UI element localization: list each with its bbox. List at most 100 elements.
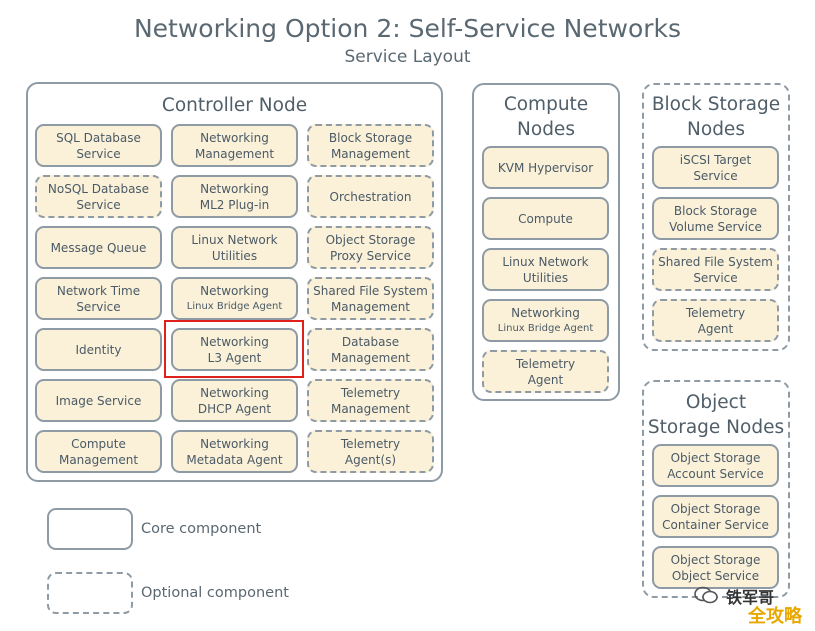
component-label: Object Storage bbox=[325, 232, 416, 247]
component-label: Management bbox=[330, 401, 411, 416]
block-storage-nodes-title: Block Storage Nodes bbox=[651, 94, 781, 140]
component-label: ML2 Plug-in bbox=[199, 197, 270, 212]
component-label: Management bbox=[330, 350, 411, 365]
component-label: Block Storage bbox=[328, 130, 413, 145]
component-label: Object Storage bbox=[670, 552, 761, 567]
component-label: Metadata Agent bbox=[186, 452, 283, 467]
object-storage-nodes-title: Object Storage Nodes bbox=[647, 392, 785, 438]
component-message-queue: Message Queue bbox=[35, 226, 162, 269]
l3-agent-highlight bbox=[164, 320, 304, 378]
component-label: Compute bbox=[71, 436, 126, 451]
component-label: Message Queue bbox=[50, 240, 147, 255]
component-label: Agent bbox=[527, 372, 564, 387]
legend-core-swatch bbox=[47, 508, 133, 550]
component-label: Management bbox=[330, 146, 411, 161]
component-label: Identity bbox=[75, 342, 122, 357]
component-label: Agent bbox=[697, 321, 734, 336]
diagram-title: Networking Option 2: Self-Service Networ… bbox=[133, 14, 682, 43]
component-label: Object Storage bbox=[670, 501, 761, 516]
component-label: Utilities bbox=[522, 270, 569, 285]
component-label: iSCSI Target bbox=[679, 152, 752, 167]
diagram-subtitle: Service Layout bbox=[344, 47, 471, 67]
component-orchestration: Orchestration bbox=[307, 175, 434, 218]
component-label: Service bbox=[76, 299, 121, 314]
watermark-line2: 全攻略 bbox=[748, 606, 802, 627]
legend-core-label: Core component bbox=[141, 521, 262, 537]
component-label: NoSQL Database bbox=[47, 181, 150, 196]
component-label: Networking bbox=[200, 130, 269, 145]
component-label: SQL Database bbox=[56, 130, 141, 145]
component-label: Networking bbox=[200, 385, 269, 400]
component-label: Linux Bridge Agent bbox=[186, 300, 283, 312]
component-label: Service bbox=[693, 270, 738, 285]
component-label: Linux Network bbox=[502, 254, 589, 269]
component-label: KVM Hypervisor bbox=[497, 160, 594, 175]
component-label: Networking bbox=[511, 305, 580, 320]
component-label: Linux Bridge Agent bbox=[497, 322, 594, 334]
watermark: 铁军哥 全攻略 bbox=[690, 582, 812, 628]
component-label: Linux Network bbox=[191, 232, 278, 247]
controller-node-title: Controller Node bbox=[161, 95, 308, 116]
component-label: Management bbox=[330, 299, 411, 314]
component-image-service: Image Service bbox=[35, 379, 162, 422]
component-label: Telemetry bbox=[340, 436, 401, 451]
component-label: Object Service bbox=[671, 568, 760, 583]
component-label: Management bbox=[194, 146, 275, 161]
component-label: Image Service bbox=[55, 393, 142, 408]
component-label: Networking bbox=[200, 334, 269, 349]
component-label: Telemetry bbox=[515, 356, 576, 371]
wechat-icon bbox=[694, 586, 718, 604]
component-label: Compute bbox=[518, 211, 573, 226]
component-label: Agent(s) bbox=[344, 452, 397, 467]
component-label: Service bbox=[76, 197, 121, 212]
component-label: Networking bbox=[200, 283, 269, 298]
component-label: Block Storage bbox=[673, 203, 758, 218]
compute-nodes-group: Compute Nodes bbox=[472, 83, 620, 401]
legend-optional-label: Optional component bbox=[141, 585, 289, 601]
component-label: Networking bbox=[200, 181, 269, 196]
component-label: Database bbox=[341, 334, 400, 349]
component-label: Shared File System bbox=[313, 283, 428, 298]
component-label: Utilities bbox=[211, 248, 258, 263]
component-compute: Compute bbox=[482, 197, 609, 240]
component-label: Telemetry bbox=[685, 305, 746, 320]
component-identity: Identity bbox=[35, 328, 162, 371]
component-label: Management bbox=[58, 452, 139, 467]
legend-optional-swatch bbox=[47, 572, 133, 614]
component-kvm-hypervisor: KVM Hypervisor bbox=[482, 146, 609, 189]
component-label: Volume Service bbox=[669, 219, 762, 234]
component-label: Account Service bbox=[667, 466, 764, 481]
component-label: Shared File System bbox=[658, 254, 773, 269]
component-label: Orchestration bbox=[329, 189, 412, 204]
component-label: Object Storage bbox=[670, 450, 761, 465]
component-label: Service bbox=[693, 168, 738, 183]
component-label: Networking bbox=[200, 436, 269, 451]
watermark-line1: 铁军哥 bbox=[726, 588, 775, 607]
component-label: Service bbox=[76, 146, 121, 161]
